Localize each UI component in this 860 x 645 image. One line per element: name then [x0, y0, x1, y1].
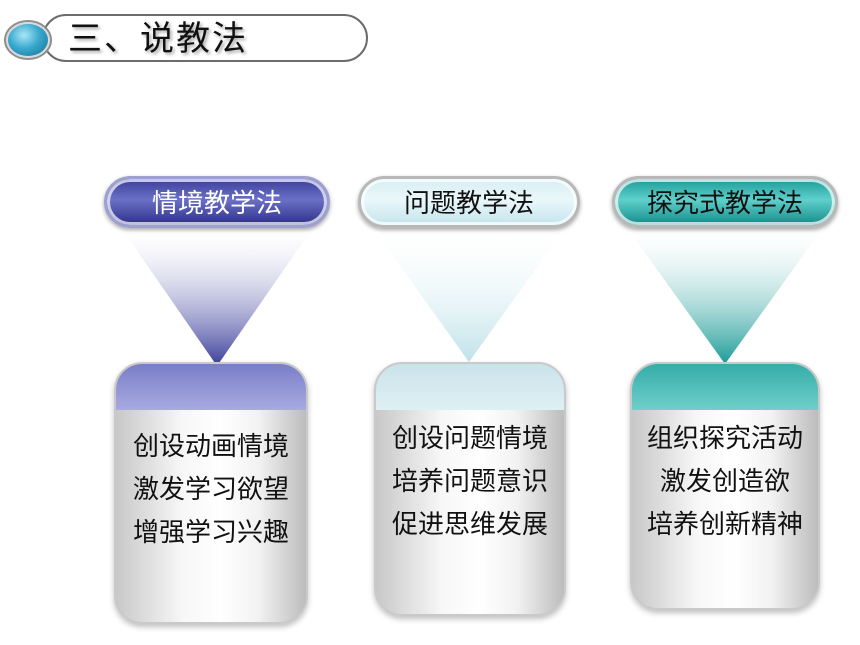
method-point: 培养创新精神	[646, 510, 803, 540]
method-box-situational: 创设动画情境 激发学习欲望 增强学习兴趣	[114, 362, 308, 624]
column-header-problem: 问题教学法	[358, 176, 580, 228]
method-points: 创设动画情境 激发学习欲望 增强学习兴趣	[116, 426, 306, 555]
box-cap	[376, 364, 564, 410]
column-header-label: 探究式教学法	[646, 189, 803, 219]
method-points: 组织探究活动 激发创造欲 培养创新精神	[632, 418, 818, 547]
box-cap	[116, 364, 306, 410]
method-box-problem: 创设问题情境 培养问题意识 促进思维发展	[374, 362, 566, 616]
method-point: 创设动画情境	[132, 432, 289, 462]
method-point: 增强学习兴趣	[132, 518, 289, 548]
column-header-label: 问题教学法	[403, 189, 534, 219]
page-title: 三、说教法	[68, 19, 248, 59]
method-points: 创设问题情境 培养问题意识 促进思维发展	[376, 418, 564, 547]
method-box-inquiry: 组织探究活动 激发创造欲 培养创新精神	[630, 362, 820, 610]
method-point: 促进思维发展	[391, 510, 548, 540]
title-bar: 三、说教法	[0, 0, 860, 90]
method-point: 激发创造欲	[659, 467, 790, 497]
column-header-label: 情境教学法	[151, 189, 282, 219]
column-header-situational: 情境教学法	[104, 176, 330, 228]
title-bullet-icon	[6, 22, 50, 58]
column-header-inquiry: 探究式教学法	[612, 176, 838, 228]
method-point: 组织探究活动	[646, 424, 803, 454]
box-cap	[632, 364, 818, 410]
method-point: 培养问题意识	[391, 467, 548, 497]
method-point: 激发学习欲望	[132, 475, 289, 505]
method-point: 创设问题情境	[391, 424, 548, 454]
title-pill	[42, 14, 368, 62]
